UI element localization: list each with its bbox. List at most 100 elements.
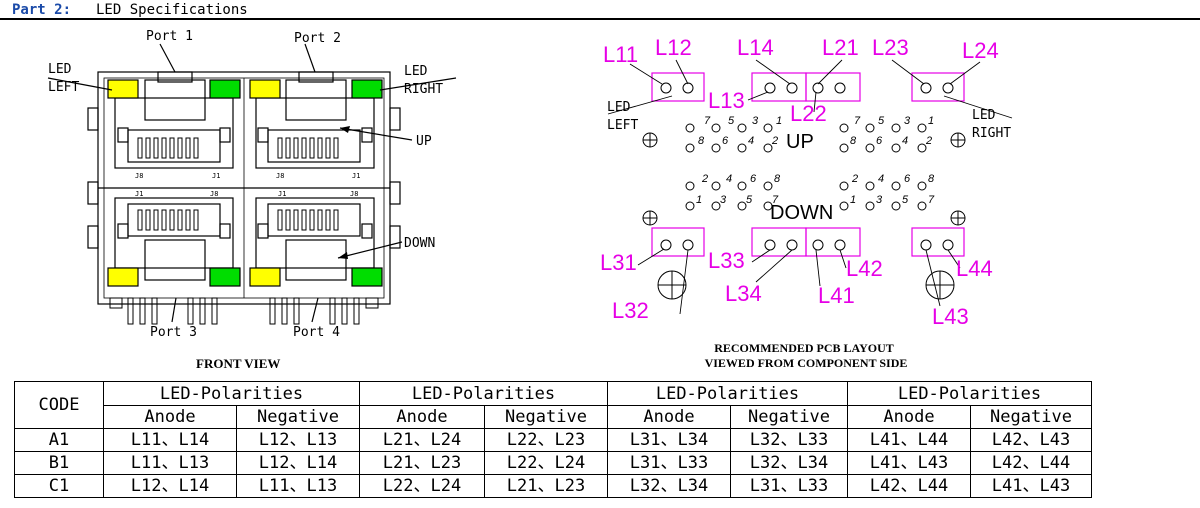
pcb-caption-line1: RECOMMENDED PCB LAYOUT (714, 341, 894, 355)
table-cell: L31、L33 (607, 451, 731, 475)
down-label: DOWN (404, 236, 435, 251)
section-header: Part 2: LED Specifications (0, 0, 1200, 20)
pcb-down-label: DOWN (770, 202, 833, 224)
led-label-l41: L41 (818, 283, 855, 308)
led-label-l24: L24 (962, 38, 999, 63)
svg-text:4: 4 (726, 173, 732, 185)
svg-text:7: 7 (854, 115, 861, 127)
svg-text:5: 5 (902, 194, 909, 206)
group-header: LED-Polarities (607, 381, 848, 406)
pin-j1-label: J1 (278, 190, 286, 198)
led-yellow (249, 79, 281, 99)
table-cell: L41、L43 (847, 451, 971, 475)
led-right-label: LED (404, 64, 428, 79)
led-label-l44: L44 (956, 256, 993, 281)
leader-lines (607, 59, 1013, 315)
led-left-label: LEFT (48, 80, 79, 95)
front-view-caption: FRONT VIEW (196, 356, 280, 371)
led-green (209, 267, 241, 287)
svg-text:4: 4 (902, 135, 908, 147)
table-cell: L22、L24 (484, 451, 608, 475)
table-cell: L12、L14 (103, 474, 237, 498)
svg-text:1: 1 (776, 115, 782, 127)
svg-text:8: 8 (850, 135, 857, 147)
row-code: A1 (14, 428, 104, 452)
table-cell: L31、L33 (730, 474, 848, 498)
port-1-label: Port 1 (146, 29, 193, 44)
led-label-l13: L13 (708, 88, 745, 113)
led-label-l31: L31 (600, 250, 637, 275)
led-label-l33: L33 (708, 248, 745, 273)
port-1-jack (114, 71, 234, 169)
negative-header: Negative (484, 405, 608, 429)
svg-text:1: 1 (928, 115, 934, 127)
svg-text:5: 5 (728, 115, 735, 127)
negative-header: Negative (236, 405, 360, 429)
port-2-label: Port 2 (294, 31, 341, 46)
table-cell: L41、L43 (970, 474, 1092, 498)
group-header: LED-Polarities (847, 381, 1092, 406)
pcb-led-right-label: RIGHT (972, 126, 1011, 141)
row-code: C1 (14, 474, 104, 498)
table-cell: L12、L14 (236, 451, 360, 475)
led-green (351, 267, 383, 287)
pin-j8-label: J8 (135, 172, 143, 180)
led-label-l34: L34 (725, 281, 762, 306)
led-right-label: RIGHT (404, 82, 443, 97)
led-label-l42: L42 (846, 256, 883, 281)
pin-j8-label: J8 (350, 190, 358, 198)
svg-text:4: 4 (878, 173, 884, 185)
section-title: LED Specifications (96, 2, 248, 18)
svg-text:7: 7 (928, 194, 935, 206)
led-label-l43: L43 (932, 304, 969, 329)
table-cell: L42、L43 (970, 428, 1092, 452)
svg-text:3: 3 (720, 194, 727, 206)
code-header: CODE (14, 381, 104, 429)
led-yellow (107, 267, 139, 287)
pin-j1-label: J1 (212, 172, 220, 180)
svg-text:6: 6 (750, 173, 757, 185)
section-number: Part 2: (12, 2, 72, 18)
led-green (351, 79, 383, 99)
pcb-caption-line2: VIEWED FROM COMPONENT SIDE (705, 356, 908, 370)
svg-text:5: 5 (746, 194, 753, 206)
table-subheader-row: Anode Negative Anode Negative Anode Nega… (15, 405, 1092, 429)
table-cell: L11、L13 (236, 474, 360, 498)
svg-text:2: 2 (925, 135, 932, 147)
table-cell: L22、L23 (484, 428, 608, 452)
table-cell: L11、L14 (103, 428, 237, 452)
led-label-l14: L14 (737, 35, 774, 60)
led-label-l23: L23 (872, 35, 909, 60)
table-cell: L32、L33 (730, 428, 848, 452)
svg-text:6: 6 (904, 173, 911, 185)
svg-text:2: 2 (701, 173, 708, 185)
svg-text:7: 7 (772, 194, 779, 206)
led-green (209, 79, 241, 99)
svg-text:2: 2 (851, 173, 858, 185)
led-label-l12: L12 (655, 35, 692, 60)
port-3-label: Port 3 (150, 325, 197, 340)
svg-text:7: 7 (704, 115, 711, 127)
table-cell: L42、L44 (847, 474, 971, 498)
table-cell: L21、L23 (359, 451, 485, 475)
svg-text:3: 3 (752, 115, 759, 127)
svg-text:8: 8 (698, 135, 705, 147)
pin-j1-label: J1 (135, 190, 143, 198)
svg-text:4: 4 (748, 135, 754, 147)
table-cell: L32、L34 (730, 451, 848, 475)
mounting-holes (642, 132, 966, 300)
pin-j8-label: J8 (276, 172, 284, 180)
led-label-l21: L21 (822, 35, 859, 60)
led-polarity-table: CODE LED-Polarities LED-Polarities LED-P… (14, 381, 1092, 498)
table-cell: L32、L34 (607, 474, 731, 498)
anode-header: Anode (847, 405, 971, 429)
svg-text:3: 3 (876, 194, 883, 206)
port-4-jack (255, 197, 375, 281)
svg-text:1: 1 (850, 194, 856, 206)
led-label-l32: L32 (612, 298, 649, 323)
table-cell: L11、L13 (103, 451, 237, 475)
table-row: B1 L11、L13 L12、L14 L21、L23 L22、L24 L31、L… (14, 451, 1092, 475)
negative-header: Negative (730, 405, 848, 429)
row-code: B1 (14, 451, 104, 475)
